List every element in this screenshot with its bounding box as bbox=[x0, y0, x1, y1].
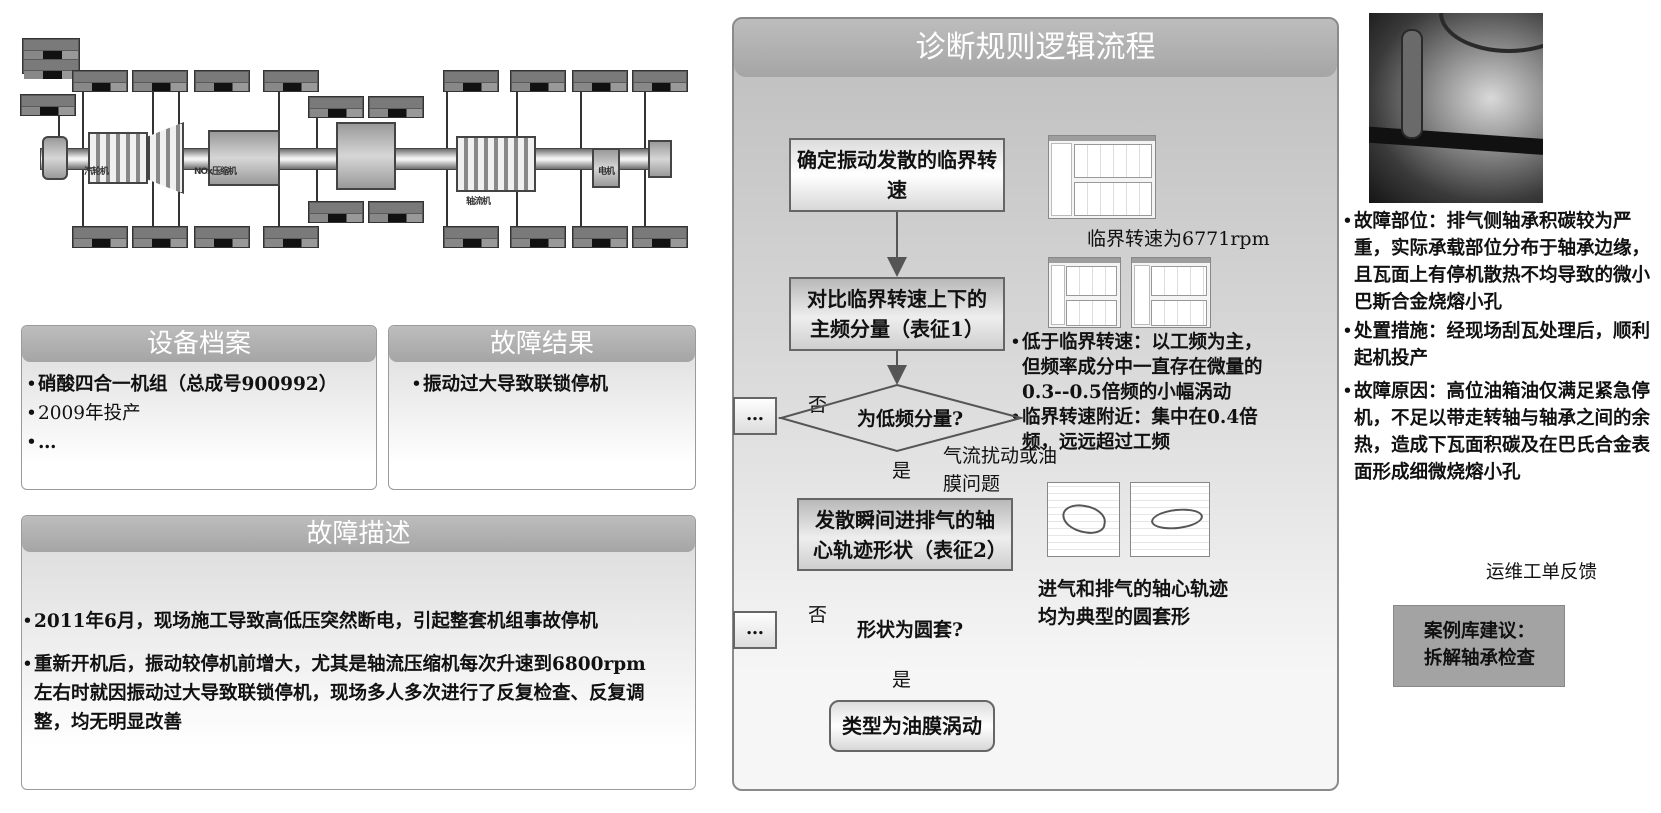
sensor-tag bbox=[572, 70, 628, 92]
step-label: 对比临界转速上下的主频分量（表征1） bbox=[807, 287, 987, 341]
result-label: 类型为油膜涡动 bbox=[842, 714, 982, 738]
list-item: 2011年6月，现场施工导致高低压突然断电，引起整套机组事故停机 bbox=[22, 607, 685, 636]
case-library-suggestion: 案例库建议： 拆解轴承检查 bbox=[1393, 605, 1565, 687]
spectrum-thumbnail-1 bbox=[1048, 257, 1121, 328]
orbit-thumbnail-inlet bbox=[1047, 482, 1120, 557]
list-item: 故障原因：高位油箱油仅满足紧急停机，不足以带走转轴与轴承之间的余热，造成下瓦面积… bbox=[1342, 378, 1660, 486]
decision1-label: 为低频分量? bbox=[857, 408, 964, 430]
list-item: 临界转速附近：集中在0.4倍频，远远超过工频 bbox=[1010, 405, 1265, 455]
fault-description-list: 2011年6月，现场施工导致高低压突然断电，引起整套机组事故停机 重新开机后，振… bbox=[22, 552, 695, 737]
sensor-tag bbox=[368, 96, 424, 118]
decision1-yes: 是 bbox=[892, 460, 912, 482]
machine-train-diagram: 汽轮机 NOx压缩机 轴流机 电机 bbox=[18, 36, 698, 262]
equipment-record-list: 硝酸四合一机组（总成号900992） 2009年投产 … bbox=[22, 362, 376, 457]
step-orbit-shape: 发散瞬间进排气的轴心轨迹形状（表征2） bbox=[797, 498, 1013, 571]
equipment-record-title: 设备档案 bbox=[22, 326, 376, 362]
nox-compressor-casing bbox=[208, 130, 280, 186]
list-item: … bbox=[26, 428, 376, 457]
decision1-no: 否 bbox=[808, 394, 828, 416]
sensor-tag bbox=[20, 94, 76, 116]
sensor-tag bbox=[308, 201, 364, 223]
sensor-tag bbox=[263, 70, 319, 92]
list-item: 2009年投产 bbox=[26, 399, 376, 428]
sensor-tag bbox=[194, 70, 250, 92]
turbine-label: 汽轮机 bbox=[84, 167, 109, 177]
sensor-tag bbox=[510, 70, 566, 92]
list-item: 处置措施：经现场刮瓦处理后，顺利起机投产 bbox=[1342, 318, 1660, 372]
findings-list: 故障部位：排气侧轴承积碳较为严重，实际承载部位分布于轴承边缘，且瓦面上有停机散热… bbox=[1342, 208, 1660, 486]
sensor-tag bbox=[443, 70, 499, 92]
sensor-tag bbox=[572, 226, 628, 248]
feedback-label: 运维工单反馈 bbox=[1486, 562, 1598, 583]
list-item: 硝酸四合一机组（总成号900992） bbox=[26, 370, 376, 399]
step-compare-frequency: 对比临界转速上下的主频分量（表征1） bbox=[789, 277, 1005, 351]
result-oil-whirl: 类型为油膜涡动 bbox=[829, 700, 995, 752]
end-coupling bbox=[648, 140, 672, 178]
sensor-tag bbox=[510, 226, 566, 248]
decision2-label: 形状为圆套? bbox=[857, 619, 964, 641]
fault-description-panel: 故障描述 2011年6月，现场施工导致高低压突然断电，引起整套机组事故停机 重新… bbox=[21, 515, 696, 790]
sensor-tag bbox=[132, 226, 188, 248]
motor-label: 电机 bbox=[598, 167, 615, 177]
frequency-evidence-list: 低于临界转速：以工频为主，但频率成分中一直存在微量的0.3--0.5倍频的小幅涡… bbox=[1010, 330, 1265, 455]
sensor-tag bbox=[368, 201, 424, 223]
orbit-thumbnail-outlet bbox=[1130, 482, 1210, 557]
sensor-tag bbox=[72, 226, 128, 248]
flow-title: 诊断规则逻辑流程 bbox=[734, 19, 1337, 77]
sensor-tag bbox=[443, 226, 499, 248]
spectrum-thumbnail-2 bbox=[1131, 257, 1211, 328]
sensor-tag bbox=[263, 226, 319, 248]
fault-description-title: 故障描述 bbox=[22, 516, 695, 552]
sensor-tag bbox=[632, 70, 688, 92]
axial-compressor-casing bbox=[456, 136, 536, 192]
sensor-tag bbox=[308, 96, 364, 118]
step-determine-critical-speed: 确定振动发散的临界转速 bbox=[789, 138, 1005, 212]
coupling bbox=[42, 136, 68, 180]
gearbox-casing bbox=[336, 122, 396, 190]
critical-speed-chart-thumbnail bbox=[1048, 135, 1156, 219]
fault-result-list: 振动过大导致联锁停机 bbox=[389, 362, 695, 399]
sensor-tag bbox=[132, 70, 188, 92]
list-item: 低于临界转速：以工频为主，但频率成分中一直存在微量的0.3--0.5倍频的小幅涡… bbox=[1010, 330, 1265, 405]
equipment-record-panel: 设备档案 硝酸四合一机组（总成号900992） 2009年投产 … bbox=[21, 325, 377, 490]
critical-speed-caption: 临界转速为6771rpm bbox=[1087, 228, 1270, 250]
list-item: 故障部位：排气侧轴承积碳较为严重，实际承载部位分布于轴承边缘，且瓦面上有停机散热… bbox=[1342, 208, 1660, 316]
sensor-tag bbox=[632, 226, 688, 248]
motor-casing bbox=[592, 148, 620, 188]
step-label: 确定振动发散的临界转速 bbox=[797, 148, 997, 202]
bearing-photo bbox=[1369, 13, 1543, 203]
nox-compressor-label: NOx压缩机 bbox=[194, 167, 237, 177]
axial-compressor-label: 轴流机 bbox=[466, 197, 491, 207]
steam-turbine-casing bbox=[88, 132, 148, 184]
fault-result-title: 故障结果 bbox=[389, 326, 695, 362]
decision2-yes: 是 bbox=[892, 669, 912, 691]
decision2-no: 否 bbox=[808, 604, 828, 626]
list-item: 振动过大导致联锁停机 bbox=[411, 370, 695, 399]
fault-result-panel: 故障结果 振动过大导致联锁停机 bbox=[388, 325, 696, 490]
speed-readout-tag bbox=[22, 38, 80, 79]
step-label: 发散瞬间进排气的轴心轨迹形状（表征2） bbox=[813, 507, 1007, 562]
ellipsis-box-1: … bbox=[733, 397, 777, 435]
orbit-caption: 进气和排气的轴心轨迹均为典型的圆套形 bbox=[1038, 578, 1229, 628]
suggestion-action: 拆解轴承检查 bbox=[1424, 648, 1536, 669]
list-item: 重新开机后，振动较停机前增大，尤其是轴流压缩机每次升速到6800rpm左右时就因… bbox=[22, 650, 685, 737]
sensor-tag bbox=[72, 70, 128, 92]
sensor-tag bbox=[194, 226, 250, 248]
suggestion-title: 案例库建议： bbox=[1424, 621, 1536, 642]
ellipsis-box-2: … bbox=[733, 611, 777, 649]
